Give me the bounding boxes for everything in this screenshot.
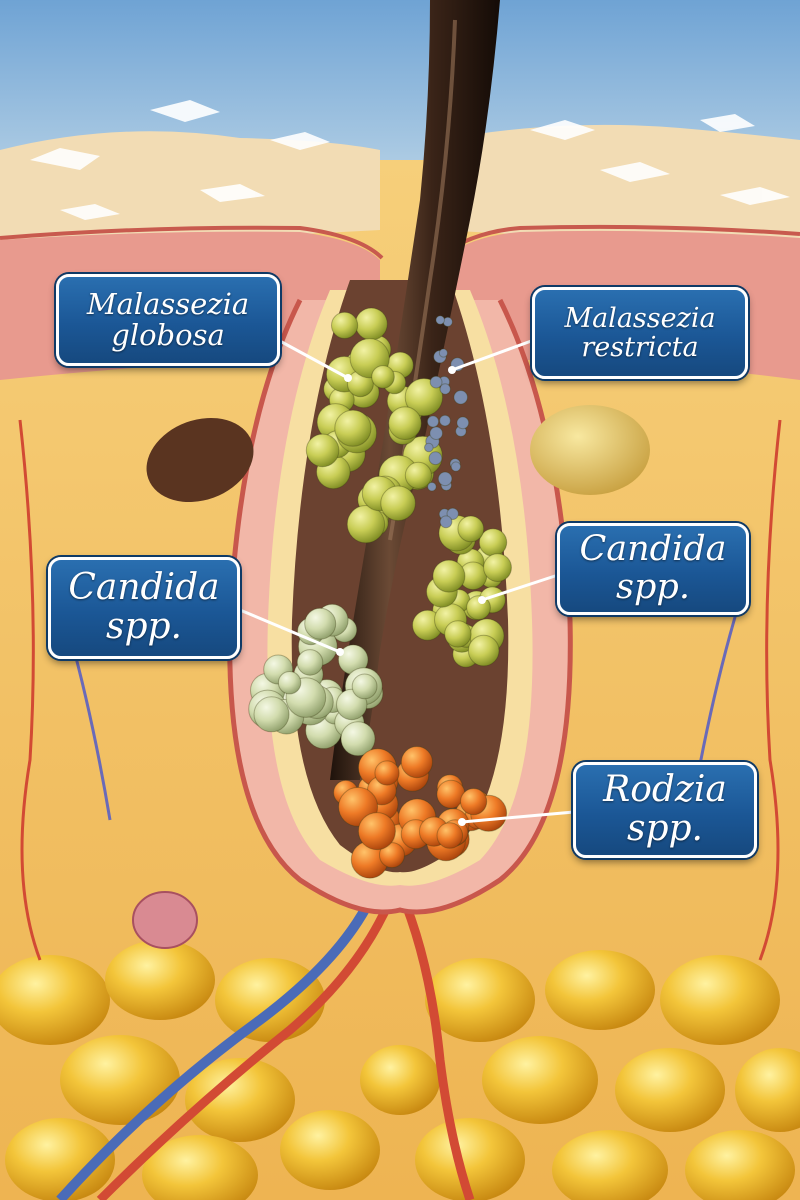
microbe-cell xyxy=(429,375,443,389)
label-line: spp. xyxy=(626,808,703,849)
label-line: spp. xyxy=(616,567,690,607)
microbe-cell xyxy=(424,442,434,453)
microbe-cell xyxy=(253,696,290,733)
label-line: globosa xyxy=(111,318,225,352)
microbe-cell xyxy=(444,620,472,648)
microbe-cell xyxy=(437,471,453,487)
label-candida-left: Candida spp. xyxy=(48,557,240,659)
malassezia-globosa-cluster xyxy=(305,307,444,544)
microbe-cell xyxy=(296,649,324,676)
microbe-cell xyxy=(426,415,440,428)
microbe-cell xyxy=(305,433,340,468)
microbe-cell xyxy=(436,822,464,849)
microbe-cell xyxy=(467,634,500,667)
microbe-cell xyxy=(435,315,446,325)
microbe-cell xyxy=(371,365,395,389)
candida-left-cluster xyxy=(248,603,384,757)
label-line: restricta xyxy=(581,332,699,363)
microbe-cell xyxy=(400,746,433,779)
label-candida-right: Candida spp. xyxy=(557,523,749,615)
microbe-cell xyxy=(380,485,416,522)
label-rodzia: Rodzia spp. xyxy=(573,762,757,858)
microbe-cell xyxy=(428,451,443,466)
malassezia-restricta-cluster xyxy=(424,315,470,529)
microbe-cell xyxy=(340,721,376,757)
label-malassezia-globosa: Malassezia globosa xyxy=(56,274,280,366)
microbe-cell xyxy=(346,505,386,544)
microbe-cell xyxy=(404,461,432,489)
microbe-cell xyxy=(379,842,405,869)
microbe-cell xyxy=(446,507,459,520)
label-line: spp. xyxy=(105,606,182,647)
microbe-cell xyxy=(453,390,469,405)
microbe-cell xyxy=(354,307,388,341)
rodzia-cluster xyxy=(333,746,508,879)
label-line: Malassezia xyxy=(86,286,250,321)
label-line: Candida xyxy=(579,529,727,570)
microbe-cell xyxy=(334,409,372,447)
microbe-cell xyxy=(457,515,485,543)
microbe-cell xyxy=(483,553,512,582)
microbe-cell xyxy=(331,311,359,339)
microbe-cell xyxy=(351,673,378,700)
label-malassezia-restricta: Malassezia restricta xyxy=(532,287,748,379)
microbe-cell xyxy=(404,378,444,417)
microbe-cell xyxy=(456,416,470,430)
microbe-cell xyxy=(427,481,437,492)
microbe-cell xyxy=(277,671,302,695)
microbe-cell xyxy=(439,414,451,427)
microbe-cell xyxy=(357,812,396,851)
label-line: Candida xyxy=(68,567,220,609)
microbe-cell xyxy=(439,383,451,395)
label-line: Malassezia xyxy=(564,302,716,334)
microbe-cell xyxy=(450,461,462,472)
microbe-cell xyxy=(429,426,444,441)
microbe-cell xyxy=(432,559,466,593)
microbe-cell xyxy=(304,607,337,640)
microbe-cell xyxy=(388,406,422,441)
microbe-cell xyxy=(439,515,453,529)
microbe-cell xyxy=(460,788,488,816)
microbe-cell xyxy=(438,348,448,358)
microbe-cell xyxy=(374,760,400,786)
label-line: Rodzia xyxy=(603,769,727,811)
